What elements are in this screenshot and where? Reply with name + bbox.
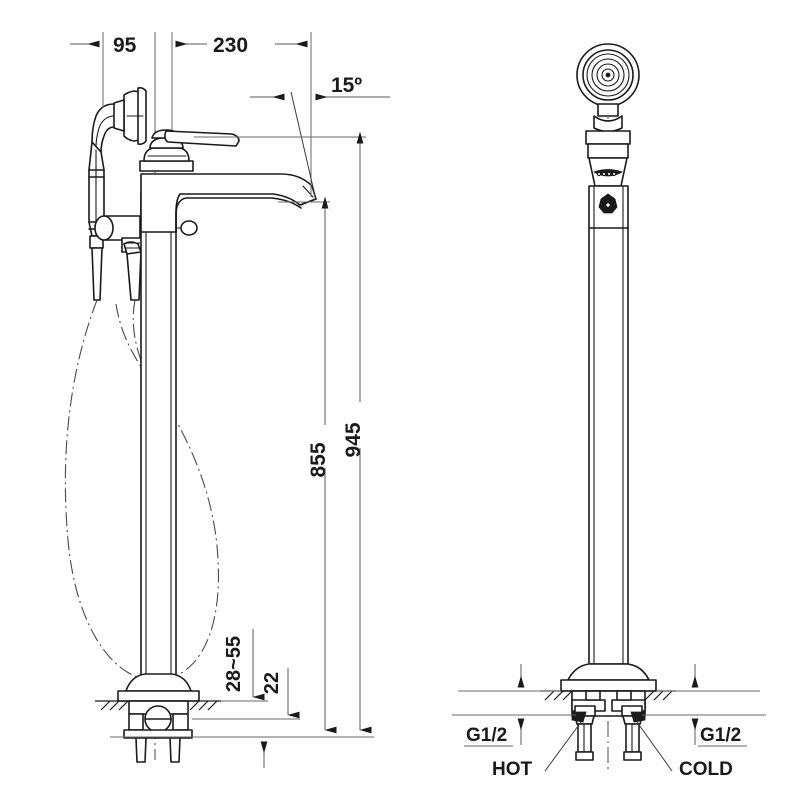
grip-upper-band bbox=[587, 143, 629, 159]
hatch-l5 bbox=[198, 700, 209, 711]
shower-handle-outer bbox=[91, 103, 115, 143]
spray-ring-3 bbox=[591, 58, 625, 92]
base-escutcheon-side bbox=[117, 673, 200, 763]
cold-inlet-marker bbox=[630, 711, 646, 723]
hand-shower-grip-front bbox=[585, 130, 631, 187]
hot-label: HOT bbox=[492, 759, 533, 780]
dim-855-group: 855 bbox=[278, 196, 337, 734]
base-flange bbox=[117, 690, 200, 702]
diverter-lever bbox=[126, 251, 142, 301]
hot-thread-label: G1/2 bbox=[466, 725, 507, 746]
spray-ring-2 bbox=[596, 63, 620, 87]
spout-inner-contour bbox=[175, 197, 302, 233]
left-side-elevation-view bbox=[64, 87, 317, 763]
dim-22-value: 22 bbox=[261, 672, 283, 694]
dim-230-group: 230 bbox=[171, 32, 312, 197]
hot-leader-line bbox=[544, 721, 582, 772]
dim-230-value: 230 bbox=[213, 34, 248, 57]
base-bracket-left bbox=[128, 713, 144, 731]
column-shaft-front bbox=[588, 185, 629, 665]
spout-outer bbox=[140, 173, 317, 233]
base-stud-left bbox=[135, 737, 147, 763]
right-front-elevation-view bbox=[540, 43, 676, 770]
hatch-r3 bbox=[562, 690, 573, 701]
spray-ring-4 bbox=[586, 53, 630, 97]
hatch-l2 bbox=[109, 700, 120, 711]
joint-neck bbox=[597, 103, 619, 117]
shower-handle-centre bbox=[95, 115, 114, 149]
grip-knurl-dot-4 bbox=[611, 171, 617, 177]
dim-945-group: 945 bbox=[194, 131, 372, 734]
shower-holder-bracket bbox=[94, 215, 147, 301]
dim-945-value: 945 bbox=[342, 422, 365, 457]
grip-knurl-dot-3 bbox=[606, 171, 612, 177]
column-body-side bbox=[140, 192, 177, 677]
hose-loop-inner-tail bbox=[132, 299, 161, 399]
dim-2855-value: 28~55 bbox=[223, 636, 245, 692]
dim-15deg-group: 15º bbox=[250, 74, 390, 201]
flexible-hose-loop bbox=[64, 299, 220, 681]
holder-arm-end bbox=[94, 215, 114, 241]
base-flange-front bbox=[560, 679, 657, 692]
dim-28-55-group: 28~55 bbox=[221, 629, 268, 702]
spray-ring-1 bbox=[601, 68, 615, 82]
push-button bbox=[180, 220, 198, 236]
base-cone bbox=[125, 673, 192, 692]
column-front-button-centre bbox=[605, 202, 611, 208]
spout-side bbox=[140, 173, 317, 233]
dim-22-group: 22 bbox=[192, 668, 300, 720]
hatch-l4 bbox=[189, 700, 200, 711]
hatch-r2 bbox=[553, 690, 564, 701]
dimension-annotations: 95 230 15º 855 bbox=[70, 32, 390, 768]
dim-15deg-value: 15º bbox=[331, 74, 362, 97]
hatch-l1 bbox=[100, 700, 111, 711]
handle-lever bbox=[164, 130, 240, 147]
dim-15deg-angle-leader bbox=[290, 91, 317, 201]
base-stud-right bbox=[169, 737, 181, 763]
hatch-l3 bbox=[118, 700, 129, 711]
hatch-r4 bbox=[644, 690, 655, 701]
dim-855-value: 855 bbox=[307, 442, 330, 477]
cold-inlet-end bbox=[623, 751, 642, 761]
base-boss-right bbox=[616, 690, 632, 701]
cap-dome bbox=[143, 147, 190, 162]
shower-neck-collar bbox=[113, 99, 125, 132]
dim-95-group: 95 bbox=[70, 32, 156, 130]
base-bracket-right bbox=[172, 713, 189, 731]
grip-knurl-dot-1 bbox=[596, 171, 602, 177]
base-boss-left bbox=[585, 690, 601, 701]
grip-knurl-dot-2 bbox=[601, 171, 607, 177]
column-button-side bbox=[175, 220, 198, 236]
hatch-r6 bbox=[662, 690, 673, 701]
cold-leader-line bbox=[636, 721, 673, 772]
base-plate bbox=[123, 729, 193, 739]
shower-handle-inner bbox=[100, 126, 115, 153]
floor-hatching-left bbox=[95, 700, 221, 711]
floor-hatching-right bbox=[540, 690, 676, 701]
hose-upper-segment bbox=[91, 247, 103, 301]
cold-thread-label: G1/2 bbox=[700, 725, 741, 746]
hand-shower-assembly-side bbox=[88, 87, 147, 301]
hot-inlet-end bbox=[575, 751, 594, 761]
hose-loop-path bbox=[64, 299, 220, 681]
grip-top-collar bbox=[585, 130, 631, 145]
shower-head-front bbox=[576, 43, 640, 107]
hatch-r1 bbox=[544, 690, 555, 701]
cap-base bbox=[139, 160, 194, 172]
base-cone-front bbox=[567, 663, 650, 681]
spray-centre-nozzle bbox=[605, 72, 611, 78]
hatch-l6 bbox=[207, 700, 218, 711]
base-escutcheon-front bbox=[560, 663, 657, 761]
column-body-front bbox=[588, 185, 629, 665]
hatch-r5 bbox=[653, 690, 664, 701]
mixer-handle-side bbox=[139, 129, 240, 172]
dim-95-value: 95 bbox=[113, 34, 137, 57]
connection-annotations: G1/2 G1/2 HOT COLD bbox=[452, 664, 766, 780]
cold-label: COLD bbox=[679, 759, 733, 780]
